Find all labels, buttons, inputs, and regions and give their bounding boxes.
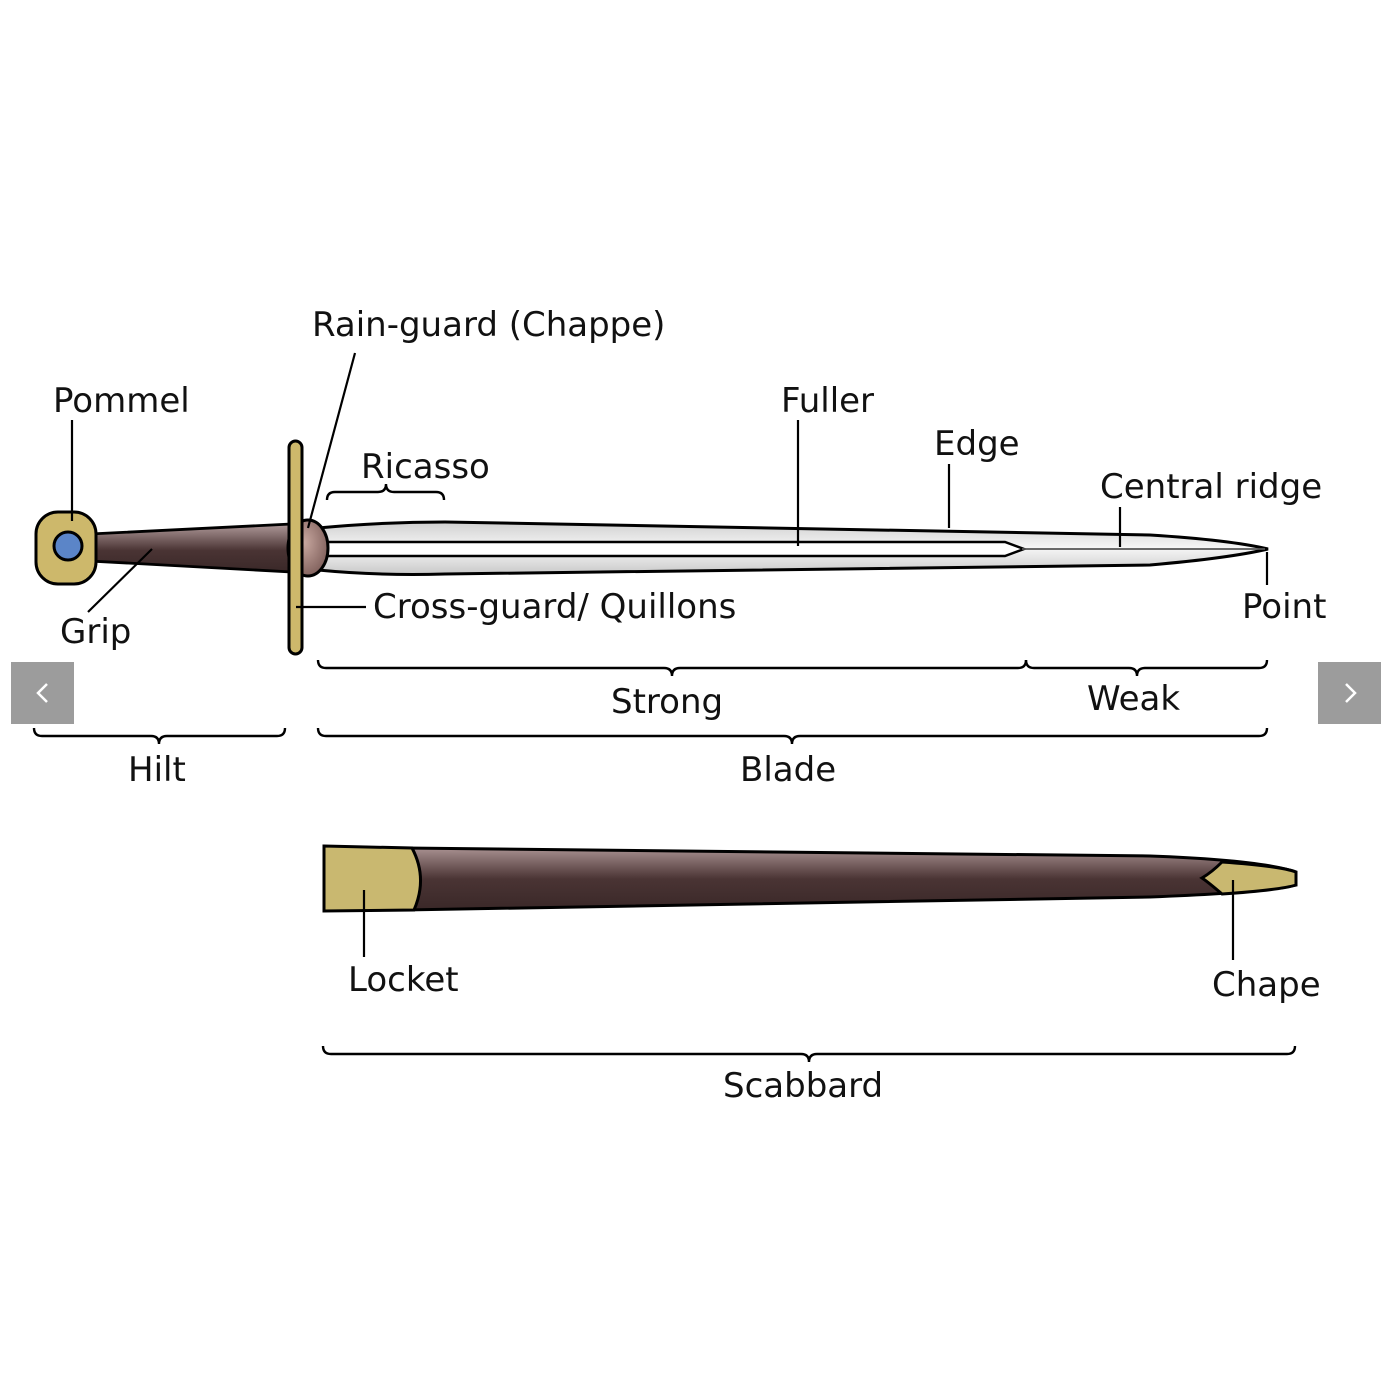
label-scabbard: Scabbard [723,1066,883,1106]
label-point: Point [1242,587,1326,627]
braces [32,483,1297,1063]
previous-button[interactable] [11,662,74,724]
label-ricasso: Ricasso [361,447,490,487]
label-hilt: Hilt [128,750,186,790]
chevron-left-icon [35,683,48,703]
label-weak: Weak [1087,679,1180,719]
chevron-right-icon [1344,683,1357,703]
next-button[interactable] [1318,662,1381,724]
label-blade: Blade [740,750,836,790]
label-rain-guard: Rain-guard (Chappe) [312,305,665,345]
sword [34,439,1269,656]
labels: Rain-guard (Chappe) Pommel Ricasso Fulle… [53,305,1326,1106]
label-pommel: Pommel [53,381,190,421]
chape-shape [1199,860,1298,896]
fuller-shape [320,540,1028,558]
label-locket: Locket [348,960,459,1000]
hilt-brace [32,727,287,745]
label-central-ridge: Central ridge [1100,467,1322,507]
label-cross-guard: Cross-guard/ Quillons [373,587,736,627]
grip-shape [88,522,294,574]
label-edge: Edge [934,424,1020,464]
grip-leader [87,548,153,613]
blade-brace [316,727,1269,745]
locket-shape [322,844,423,913]
weak-brace [1024,659,1269,677]
leader-lines [70,352,1269,960]
scabbard-brace [321,1045,1297,1063]
strong-brace [316,659,1028,677]
label-strong: Strong [611,682,723,722]
label-grip: Grip [60,612,131,652]
ricasso-brace [325,483,446,501]
cross-guard-shape [287,439,304,656]
scabbard [322,844,1298,913]
label-fuller: Fuller [781,381,874,421]
label-chape: Chape [1212,965,1321,1005]
pommel-gem [52,530,84,562]
scabbard-body [403,846,1298,912]
rain-guard-leader [306,352,357,529]
